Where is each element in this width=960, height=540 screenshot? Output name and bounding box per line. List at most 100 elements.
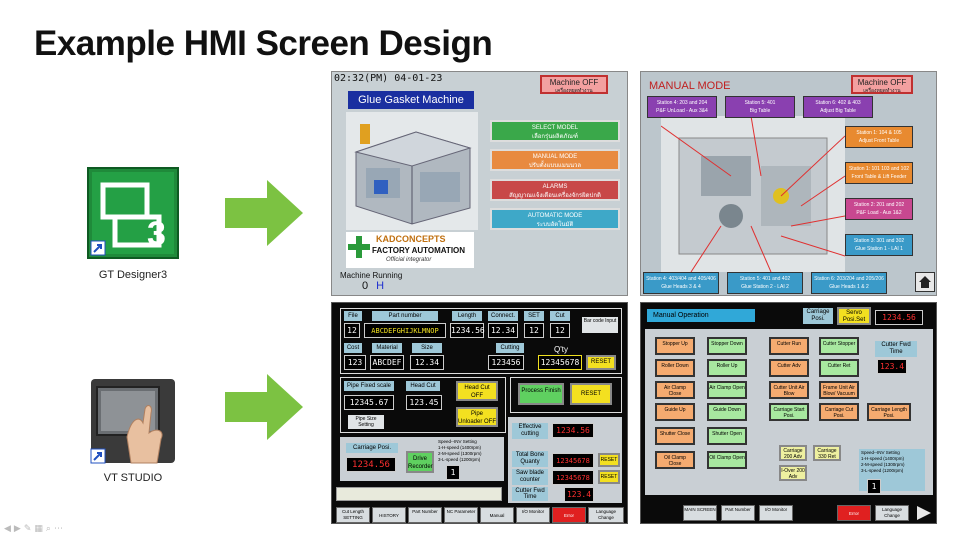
nav-io-monitor-button[interactable]: I/O Monitor xyxy=(759,505,793,521)
machine-off-button[interactable]: Machine OFF เครื่องหยุดทำงาน xyxy=(851,75,913,94)
cutting-value[interactable]: 123456 xyxy=(488,355,524,370)
carriage-adv-button[interactable]: Carriage 200 Adv xyxy=(779,445,807,461)
head-cut-button[interactable]: Head Cut OFF xyxy=(456,381,498,401)
station-button[interactable]: Station 2: 201 and 202 P&F Load - Aux 1&… xyxy=(845,198,913,220)
air-clamp-close-button[interactable]: Air Clamp Close xyxy=(655,381,695,399)
servo-posi-set-button[interactable]: Servo Posi.Set xyxy=(837,307,871,325)
more-icon[interactable]: ⋯ xyxy=(53,524,66,534)
total-bone-reset-button[interactable]: RESET xyxy=(598,453,620,467)
pipe-unloader-button[interactable]: Pipe Unloader OFF xyxy=(456,407,498,427)
set-value[interactable]: 12 xyxy=(524,323,544,338)
total-bone-value[interactable]: 12345678 xyxy=(552,453,594,468)
station-button[interactable]: Station 5: 401 and 402 Glue Station 2 - … xyxy=(727,272,803,294)
station-button[interactable]: Station 1: 104 & 105 Adjust Front Table xyxy=(845,126,913,148)
nav-part-number-button[interactable]: Part Number xyxy=(408,507,442,523)
material-value[interactable]: ABCDEF xyxy=(370,355,404,370)
pen-icon[interactable]: ✎ xyxy=(23,524,35,534)
station-button[interactable]: Station 4: 403/404 and 405/406 Glue Head… xyxy=(643,272,719,294)
process-reset-button[interactable]: RESET xyxy=(570,383,612,405)
air-clamp-open-button[interactable]: Air Clamp Open xyxy=(707,381,747,399)
length-label: Length xyxy=(452,311,482,321)
shutter-close-button[interactable]: Shutter Close xyxy=(655,427,695,445)
connect-value[interactable]: 12.34 xyxy=(488,323,518,338)
servo-posi-value[interactable]: 1234.56 xyxy=(875,310,923,325)
nav-manual-button[interactable]: Manual xyxy=(480,507,514,523)
guide-up-button[interactable]: Guide Up xyxy=(655,403,695,421)
nav-nc-parameter-button[interactable]: NC Parameter xyxy=(444,507,478,523)
stopper-down-button[interactable]: Stopper Down xyxy=(707,337,747,355)
cutter-adv-button[interactable]: Cutter Adv xyxy=(769,359,809,377)
nav-part-number-button[interactable]: Part Number xyxy=(721,505,755,521)
cost-value[interactable]: 123 xyxy=(344,355,366,370)
station-button[interactable]: Station 5: 401 Big Table xyxy=(725,96,795,118)
slides-icon[interactable]: ▦ xyxy=(34,524,46,534)
nav-language-button[interactable]: Language Change xyxy=(875,505,909,521)
gt-designer3-icon[interactable]: 3 xyxy=(87,167,179,259)
head-cut-value[interactable]: 123.45 xyxy=(406,395,442,410)
effective-value[interactable]: 1234.56 xyxy=(552,423,594,438)
nav-history-button[interactable]: HISTORY xyxy=(372,507,406,523)
hmi-manual-operation-screen: Manual Operation Carriage Posi. Servo Po… xyxy=(640,302,937,524)
cutter-unit-air-blow-button[interactable]: Cutter Unit Air Blow xyxy=(769,381,809,399)
station-sub: P&F UnLoad - Aux 3&4 xyxy=(656,108,708,114)
carriage-cut-posi-button[interactable]: Carriage Cut Posi. xyxy=(819,403,859,421)
nav-io-monitor-button[interactable]: I/O Monitor xyxy=(516,507,550,523)
qty-reset-button[interactable]: RESET xyxy=(586,355,616,370)
pipe-fixed-value[interactable]: 12345.67 xyxy=(344,395,394,410)
barcode-input-button[interactable]: Bar code Input xyxy=(582,317,618,333)
station-button[interactable]: Station 6: 203/204 and 205/206 Glue Head… xyxy=(811,272,887,294)
inching-adv-button[interactable]: I-Over 200 Adv xyxy=(779,465,807,481)
home-button[interactable] xyxy=(915,272,935,292)
station-button[interactable]: Station 6: 402 & 403 Adjust Big Table xyxy=(803,96,873,118)
part-number-value[interactable]: ABCDEFGHIJKLMNOP xyxy=(364,323,446,338)
cutter-run-button[interactable]: Cutter Run xyxy=(769,337,809,355)
carriage-length-posi-button[interactable]: Carriage Length Posi. xyxy=(867,403,911,421)
carriage-start-posi-button[interactable]: Carriage Start Posi. xyxy=(769,403,809,421)
roller-up-button[interactable]: Roller Up xyxy=(707,359,747,377)
nav-error-button[interactable]: Error xyxy=(837,505,871,521)
length-value[interactable]: 1234.56 xyxy=(450,323,485,338)
zoom-icon[interactable]: ⌕ xyxy=(45,524,54,534)
nav-error-button[interactable]: Error xyxy=(552,507,586,523)
menu-label: ALARMS xyxy=(542,184,568,190)
speed-value[interactable]: 1 xyxy=(446,465,460,480)
file-value[interactable]: 12 xyxy=(344,323,360,338)
oil-clamp-open-button[interactable]: Oil Clamp Open xyxy=(707,451,747,469)
shutter-open-button[interactable]: Shutter Open xyxy=(707,427,747,445)
qty-value[interactable]: 12345678 xyxy=(538,355,582,370)
drive-recorder-button[interactable]: Drive Recorder xyxy=(406,451,434,473)
guide-down-button[interactable]: Guide Down xyxy=(707,403,747,421)
prev-slide-icon[interactable]: ◀ xyxy=(4,524,14,534)
saw-blade-value[interactable]: 12345678 xyxy=(552,470,594,485)
cutter-ret-button[interactable]: Cutter Ret xyxy=(819,359,859,377)
carriage-posi-value[interactable]: 1234.56 xyxy=(346,457,396,472)
carriage-ret-button[interactable]: Carriage 330 Ret xyxy=(813,445,841,461)
cutter-fwd-value[interactable]: 123.4 xyxy=(877,359,907,374)
station-button[interactable]: Station 4: 203 and 204 P&F UnLoad - Aux … xyxy=(647,96,717,118)
nav-language-button[interactable]: Language Change xyxy=(588,507,624,523)
stopper-up-button[interactable]: Stopper Up xyxy=(655,337,695,355)
oil-clamp-close-button[interactable]: Oil Clamp Close xyxy=(655,451,695,469)
process-finish-button[interactable]: Process Finish xyxy=(518,383,564,405)
saw-blade-reset-button[interactable]: RESET xyxy=(598,470,620,484)
frame-unit-air-blow-button[interactable]: Frame Unit Air Blow/ Vacuum xyxy=(819,381,859,399)
roller-down-button[interactable]: Roller Down xyxy=(655,359,695,377)
size-value[interactable]: 12.34 xyxy=(410,355,444,370)
nav-main-screen-button[interactable]: MAIN SCREEN xyxy=(683,505,717,521)
automatic-mode-button[interactable]: AUTOMATIC MODE ระบบอัตโนมัติ xyxy=(490,208,620,230)
vt-studio-icon[interactable] xyxy=(87,375,179,467)
next-slide-icon[interactable]: ▶ xyxy=(13,524,24,534)
nav-cut-length-button[interactable]: Cut Length SETTING xyxy=(336,507,370,523)
station-button[interactable]: Station 1: 101 103 and 102 Front Table &… xyxy=(845,162,913,184)
select-model-button[interactable]: SELECT MODEL เลือกรุ่นผลิตภัณฑ์ xyxy=(490,120,620,142)
station-button[interactable]: Station 3: 301 and 302 Glue Station 1 - … xyxy=(845,234,913,256)
machine-off-button[interactable]: Machine OFF เครื่องหยุดทำงาน xyxy=(540,75,608,94)
manual-mode-button[interactable]: MANUAL MODE ปรับตั้งแบบแมนนวล xyxy=(490,149,620,171)
next-arrow-icon[interactable] xyxy=(915,505,933,521)
alarms-button[interactable]: ALARMS สัญญาณแจ้งเตือนเครื่องจักรผิดปกติ xyxy=(490,179,620,201)
cutter-stopper-button[interactable]: Cutter Stopper xyxy=(819,337,859,355)
pipe-size-button[interactable]: Pipe Size Setting xyxy=(348,415,384,429)
cut-value[interactable]: 12 xyxy=(550,323,570,338)
speed-value[interactable]: 1 xyxy=(867,479,881,494)
cutter-fwd-value[interactable]: 123.4 xyxy=(564,487,594,502)
